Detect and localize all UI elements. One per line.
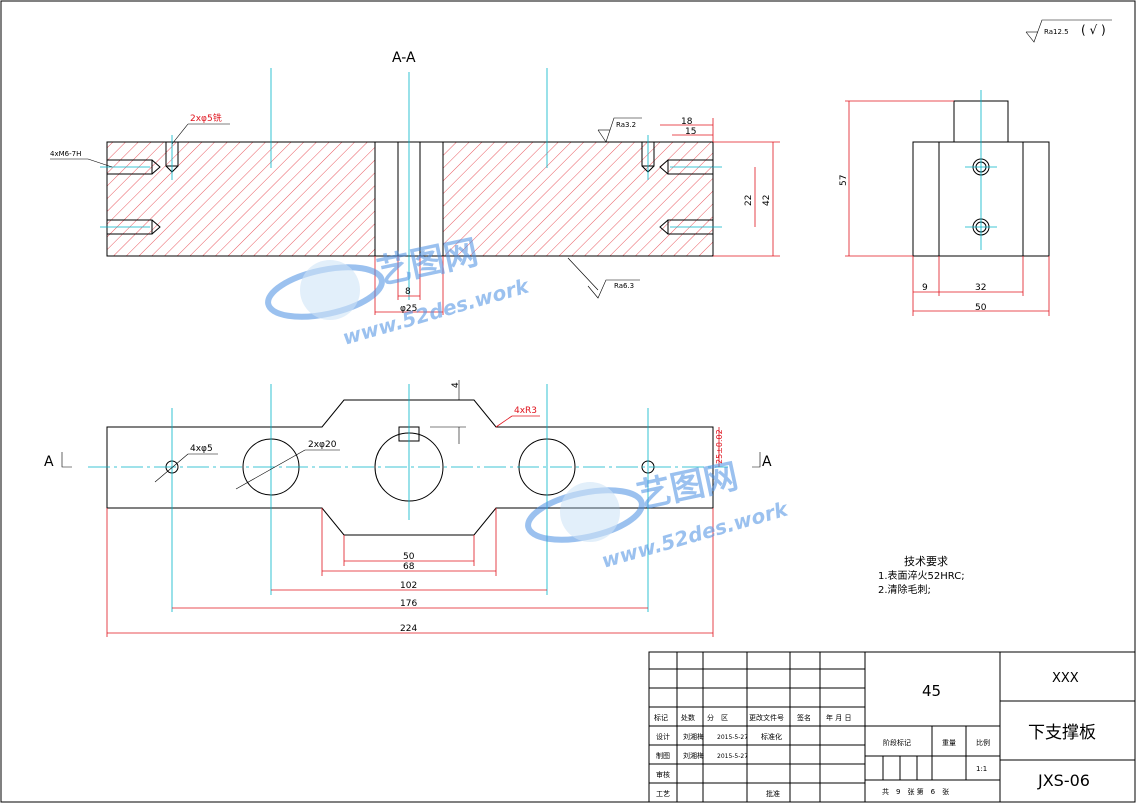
radius-callout: 4xR3: [514, 406, 537, 416]
section-outline: [106, 141, 714, 257]
section-hatch-left: [107, 142, 375, 256]
dim-phi25: φ25: [400, 304, 417, 314]
tb-r-draw: 制图: [656, 751, 670, 760]
tb-r-design: 设计: [656, 732, 670, 741]
top-dim-224: 224: [400, 624, 417, 634]
section-marker-left: A: [44, 454, 54, 470]
tb-h-date: 年 月 日: [826, 713, 851, 722]
technical-requirements: 技术要求 1.表面淬火52HRC; 2.清除毛刺;: [878, 555, 965, 596]
tb-scale: 1:1: [976, 765, 987, 773]
tb-sheets: 共 9 张 第 6 张: [882, 787, 949, 796]
side-dim-50: 50: [975, 303, 987, 313]
general-roughness-value: Ra12.5: [1044, 28, 1069, 36]
section-marker-right: A: [762, 454, 772, 470]
tb-drawing-no: JXS-06: [1037, 771, 1090, 790]
top-dim-50: 50: [403, 552, 415, 562]
top-dim-4: 4: [451, 382, 461, 388]
top-dim-176: 176: [400, 599, 417, 609]
tb-h-mark: 标记: [654, 713, 668, 722]
tech-req-item-2: 2.清除毛刺;: [878, 583, 931, 596]
tb-scale-label: 比例: [976, 738, 990, 747]
big-hole-callout: 2xφ20: [308, 440, 337, 450]
general-roughness-symbol: Ra12.5 ( √ ): [1025, 19, 1112, 43]
top-dim-68: 68: [403, 562, 415, 572]
tb-material: 45: [922, 682, 941, 700]
tb-r-process: 工艺: [656, 790, 670, 798]
tb-stage-label: 阶段标记: [883, 738, 911, 747]
roughness-top: Ra3.2: [616, 121, 636, 129]
small-hole-callout: 4xφ5: [190, 444, 213, 454]
dim-15: 15: [685, 127, 696, 137]
tb-company: XXX: [1052, 671, 1079, 686]
title-block: 标记 处数 分 区 更改文件号 签名 年 月 日 设计 刘湘梅 2015-5-2…: [648, 651, 1136, 803]
top-view: A A 4xφ5 2xφ20 4xR3 4 25±0.02 50: [44, 380, 772, 637]
roughness-bottom: Ra6.3: [614, 282, 634, 290]
section-view: A-A 4xM6-7H: [50, 50, 780, 315]
tb-h-zone: 分 区: [707, 713, 728, 722]
side-dim-57: 57: [839, 175, 849, 186]
general-roughness-suffix: ( √ ): [1081, 23, 1106, 37]
dim-18: 18: [681, 117, 693, 127]
tb-designer: 刘湘梅: [683, 732, 704, 741]
side-dim-9: 9: [922, 283, 928, 293]
side-dim-32: 32: [975, 283, 986, 293]
tb-standard: 标准化: [761, 732, 782, 741]
tb-approve: 批准: [766, 789, 780, 798]
tb-part-name: 下支撑板: [1028, 723, 1096, 743]
dim-22: 22: [744, 195, 754, 206]
tb-r-check: 审核: [656, 770, 670, 779]
thread-callout: 4xM6-7H: [50, 150, 81, 158]
pin-hole-callout: 2xφ5铣: [190, 112, 222, 124]
tb-h-count: 处数: [681, 713, 695, 722]
top-dim-102: 102: [400, 581, 417, 591]
tb-date1: 2015-5-27: [717, 734, 748, 741]
tb-weight-label: 重量: [942, 739, 956, 747]
tech-req-title: 技术要求: [904, 555, 948, 568]
side-view: 57 9 32 50: [839, 90, 1050, 316]
tech-req-item-1: 1.表面淬火52HRC;: [878, 569, 965, 582]
top-dim-25tol: 25±0.02: [715, 429, 724, 464]
tb-date2: 2015-5-27: [717, 753, 748, 760]
tb-h-doc: 更改文件号: [749, 713, 784, 722]
tb-h-sign: 签名: [797, 713, 811, 722]
tb-drafter: 刘湘梅: [683, 751, 704, 760]
dim-8: 8: [405, 287, 411, 297]
dim-42: 42: [762, 195, 772, 206]
section-hatch-right: [443, 142, 713, 256]
section-title: A-A: [392, 50, 416, 66]
